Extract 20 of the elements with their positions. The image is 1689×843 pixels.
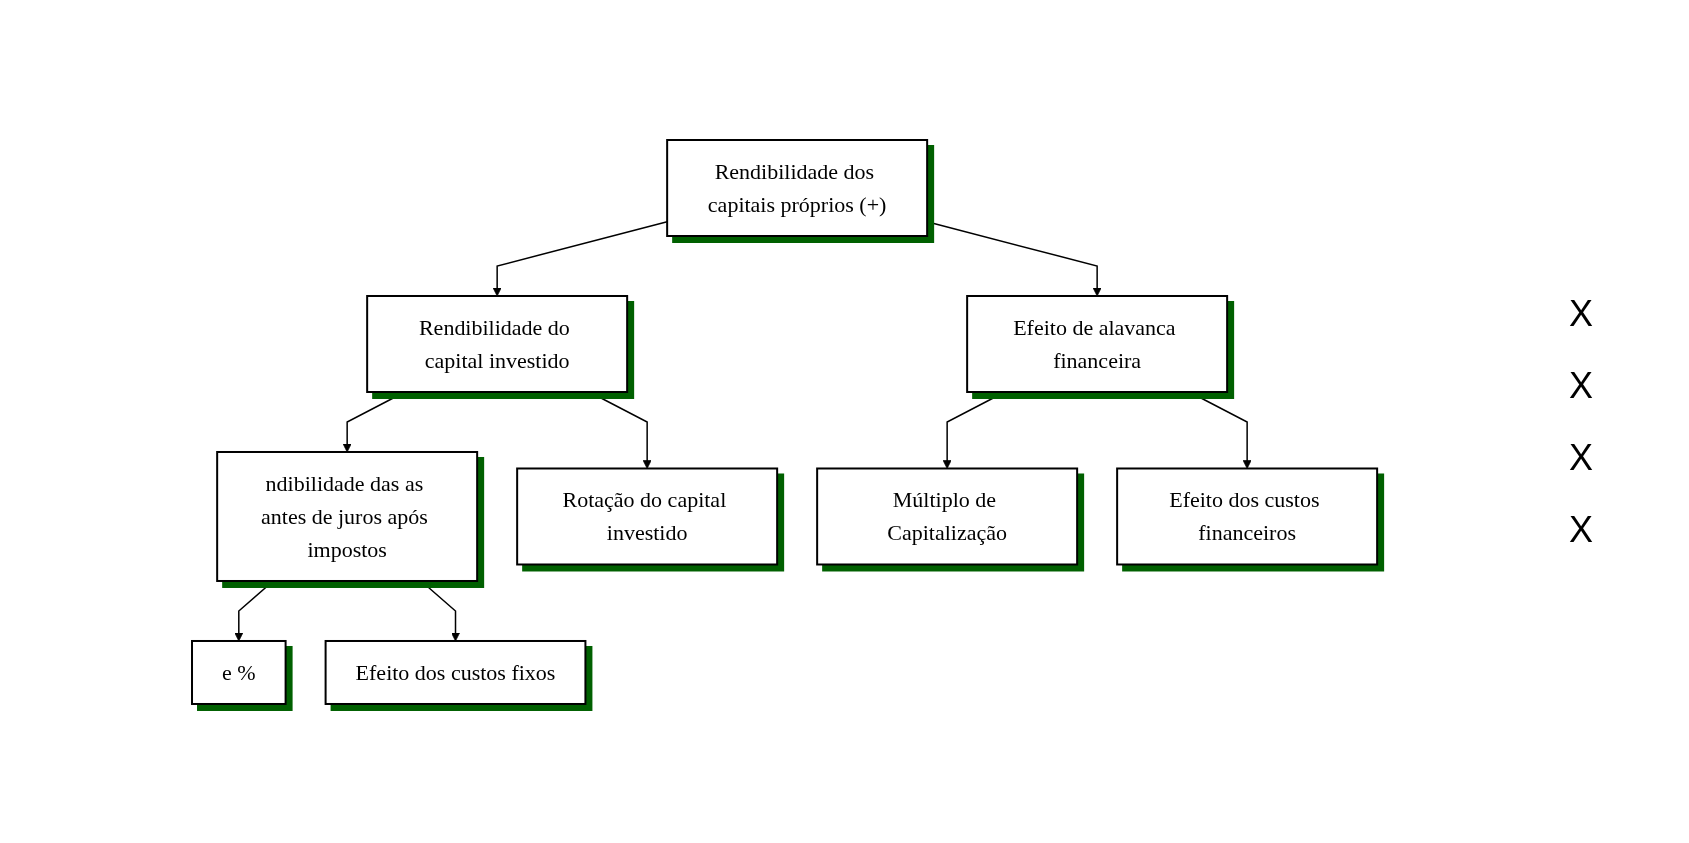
arrow [342, 390, 406, 452]
arrow [1188, 390, 1252, 469]
node-box: Efeito de alavanca financeira [966, 294, 1229, 393]
node-box: Rendibilidade dos capitais próprios (+) [666, 138, 929, 237]
node-box: Efeito dos custos fixos [324, 639, 587, 705]
arrow [588, 390, 652, 469]
node-box: ndibilidade das as antes de juros após impostos [216, 450, 479, 582]
node-box: e % [190, 639, 287, 705]
node-box: Efeito dos custos financeiros [1116, 467, 1379, 565]
arrow [234, 579, 274, 641]
arrow [420, 579, 460, 641]
arrow [492, 220, 668, 296]
node-box: Múltiplo de Capitalização [816, 467, 1079, 565]
multiplication-sign: X [1569, 436, 1594, 479]
multiplication-sign: X [1569, 508, 1594, 551]
arrow [942, 390, 1006, 469]
multiplication-sign: X [1569, 364, 1594, 407]
multiplication-sign: X [1569, 292, 1594, 335]
node-box: Rotação do capital investido [516, 467, 779, 565]
node-box: Rendibilidade do capital investido [366, 294, 629, 393]
